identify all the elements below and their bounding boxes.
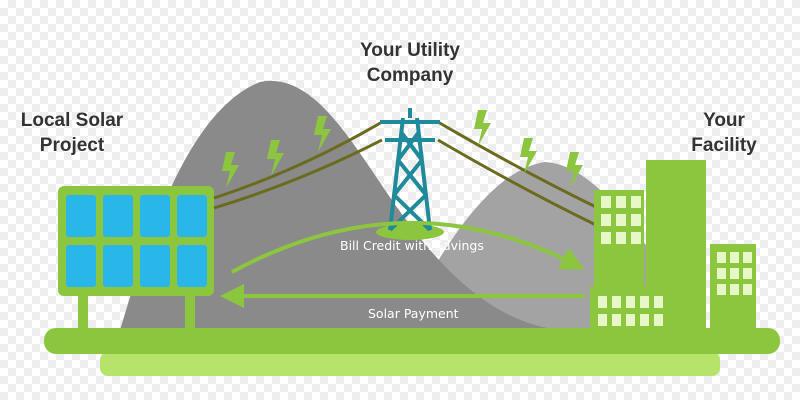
lightning-bolt-icon [267,140,284,176]
facility-label: Your Facility [676,108,772,158]
utility-company-label-line-2: Company [366,65,454,86]
facility-label-line-1: Your [703,110,745,131]
lightning-bolts [222,110,583,188]
bill-credit-label: Bill Credit with Savings [340,238,484,253]
lightning-bolt-icon [222,152,239,188]
ground-base [44,328,780,354]
lightning-bolt-icon [314,116,331,152]
facility-label-line-2: Facility [691,135,757,156]
power-lines [213,120,599,228]
solar-panel-icon [58,186,214,332]
solar-project-label: Local Solar Project [12,108,132,158]
solar-cells [66,195,207,287]
lightning-bolt-icon [566,152,583,188]
solar-project-label-line-2: Project [39,135,105,156]
ground-strip [100,352,720,376]
utility-company-label: Your Utility Company [340,38,480,88]
hill-main [120,80,560,331]
lightning-bolt-icon [474,110,491,146]
lightning-bolt-icon [520,138,537,174]
building-icon [590,160,756,332]
bill-credit-arrow [231,221,585,274]
utility-company-label-line-1: Your Utility [360,40,460,61]
solar-project-label-line-1: Local Solar [20,110,124,131]
solar-payment-label: Solar Payment [368,306,459,321]
